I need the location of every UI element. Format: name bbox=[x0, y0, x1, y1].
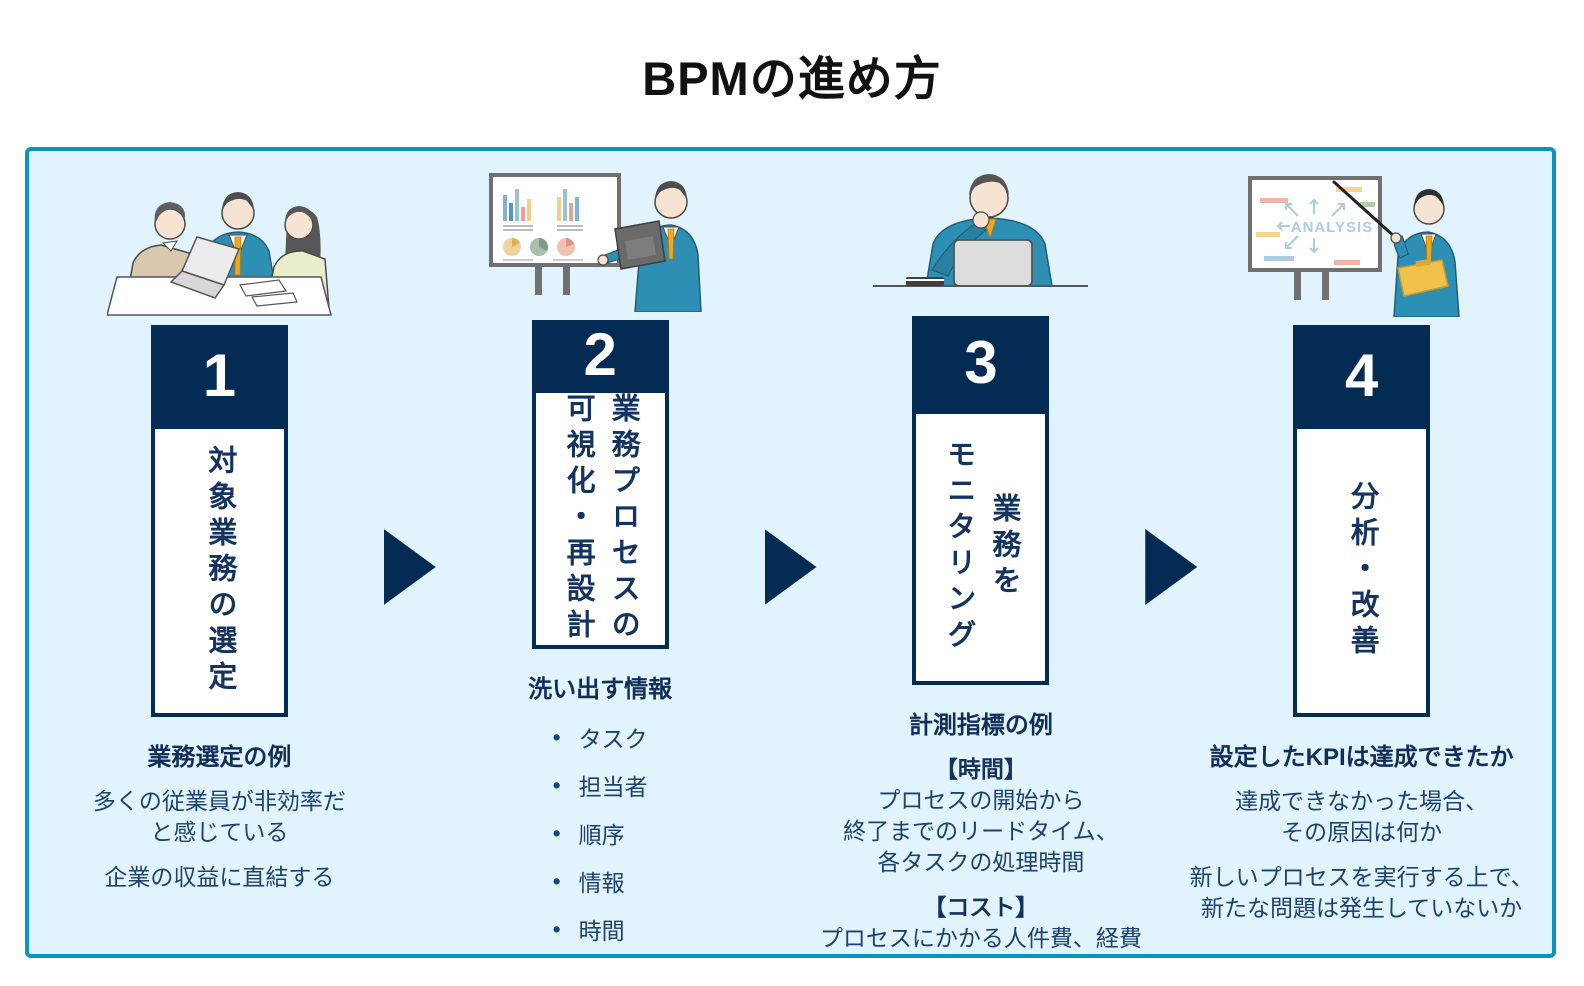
step-1-number: 1 bbox=[150, 325, 288, 425]
meeting-illustration bbox=[106, 167, 332, 317]
step-3-number: 3 bbox=[912, 315, 1050, 410]
step-3-label-box: 業務を モニタリング bbox=[912, 409, 1050, 685]
step-2-bullet-list: • タスク • 担当者 • 順序 • 情報 • 時間 bbox=[553, 720, 648, 946]
page-title: BPMの進め方 bbox=[642, 52, 942, 105]
metric-group-time: 【時間】 プロセスの開始から 終了までのリードタイム、 各タスクの処理時間 bbox=[791, 754, 1172, 878]
metric-group-label: 【コスト】 bbox=[923, 893, 1039, 920]
step-3-section-heading: 計測指標の例 bbox=[908, 711, 1053, 739]
step-2-section-heading: 洗い出す情報 bbox=[528, 676, 673, 703]
step-1-paragraph: 多くの従業員が非効率だ と感じている bbox=[92, 788, 346, 846]
step-2-label-box: 業務プロセスの 可視化・再設計 bbox=[531, 389, 669, 649]
bullet-text: 情報 bbox=[578, 870, 625, 896]
step-4-paragraph: 新しいプロセスを実行する上で、 新たな問題は発生していないか bbox=[1189, 864, 1534, 922]
analysis-illustration-svg: ANALYSIS bbox=[1248, 176, 1460, 317]
meeting-illustration-svg bbox=[106, 192, 332, 316]
step-3: 3 業務を モニタリング 計測指標の例 【時間】 プロセスの開始から 終了までの… bbox=[791, 151, 1172, 954]
list-item: • 時間 bbox=[553, 912, 648, 946]
step-2: 2 業務プロセスの 可視化・再設計 洗い出す情報 • タスク • 担当者 • 順序 •… bbox=[410, 151, 791, 954]
bullet-icon: • bbox=[552, 723, 561, 750]
list-item: • 情報 bbox=[553, 864, 648, 898]
bpm-flow-panel: 1 対象業務の選定 業務選定の例 多くの従業員が非効率だ と感じている 企業の収… bbox=[25, 147, 1556, 958]
monitoring-illustration-svg bbox=[873, 173, 1089, 287]
step-1-paragraph: 企業の収益に直結する bbox=[104, 864, 335, 891]
list-item: • 順序 bbox=[553, 816, 648, 850]
bullet-icon: • bbox=[552, 867, 561, 894]
analysis-board-text: ANALYSIS bbox=[1291, 219, 1373, 236]
list-item: • 担当者 bbox=[553, 768, 648, 802]
bullet-icon: • bbox=[552, 771, 561, 798]
metric-group-label: 【時間】 bbox=[934, 755, 1027, 782]
step-2-label: 業務プロセスの 可視化・再設計 bbox=[562, 393, 640, 645]
metric-group-text: プロセスにかかる人件費、経費 bbox=[819, 924, 1142, 951]
analysis-illustration: ANALYSIS bbox=[1244, 167, 1479, 317]
bullet-text: 順序 bbox=[578, 822, 625, 848]
step-1-label-box: 対象業務の選定 bbox=[150, 425, 288, 717]
step-2-number: 2 bbox=[531, 320, 669, 389]
metric-group-cost: 【コスト】 プロセスにかかる人件費、経費 bbox=[791, 892, 1172, 954]
presentation-illustration bbox=[485, 167, 715, 312]
step-1-section: 業務選定の例 多くの従業員が非効率だ と感じている 企業の収益に直結する bbox=[29, 737, 410, 893]
bullet-icon: • bbox=[552, 915, 561, 942]
step-1-label: 対象業務の選定 bbox=[203, 445, 236, 697]
bullet-text: 時間 bbox=[578, 918, 625, 944]
step-4-label: 分析・改善 bbox=[1346, 481, 1379, 661]
presentation-illustration-svg bbox=[489, 173, 702, 312]
step-4-section-heading: 設定したKPIは達成できたか bbox=[1209, 744, 1514, 771]
step-1: 1 対象業務の選定 業務選定の例 多くの従業員が非効率だ と感じている 企業の収… bbox=[29, 151, 410, 954]
step-4-number: 4 bbox=[1293, 325, 1431, 425]
step-3-section: 計測指標の例 【時間】 プロセスの開始から 終了までのリードタイム、 各タスクの… bbox=[791, 705, 1172, 954]
bullet-text: 担当者 bbox=[578, 774, 648, 800]
step-4-section: 設定したKPIは達成できたか 達成できなかった場合、 その原因は何か 新しいプロ… bbox=[1171, 737, 1552, 924]
list-item: • タスク bbox=[553, 720, 648, 754]
step-4: ANALYSIS 4 分析・改善 設定したKPIは達成できたか 達成 bbox=[1171, 151, 1552, 954]
step-1-section-heading: 業務選定の例 bbox=[147, 744, 292, 771]
step-4-paragraph: 達成できなかった場合、 その原因は何か bbox=[1235, 788, 1489, 846]
step-4-label-box: 分析・改善 bbox=[1293, 425, 1431, 717]
bullet-icon: • bbox=[552, 819, 561, 846]
step-3-label: 業務を モニタリング bbox=[942, 439, 1020, 656]
bullet-text: タスク bbox=[578, 726, 648, 752]
metric-group-text: プロセスの開始から 終了までのリードタイム、 各タスクの処理時間 bbox=[843, 786, 1119, 875]
monitoring-illustration bbox=[868, 167, 1093, 308]
step-2-section: 洗い出す情報 • タスク • 担当者 • 順序 • 情報 • 時間 bbox=[410, 669, 791, 960]
